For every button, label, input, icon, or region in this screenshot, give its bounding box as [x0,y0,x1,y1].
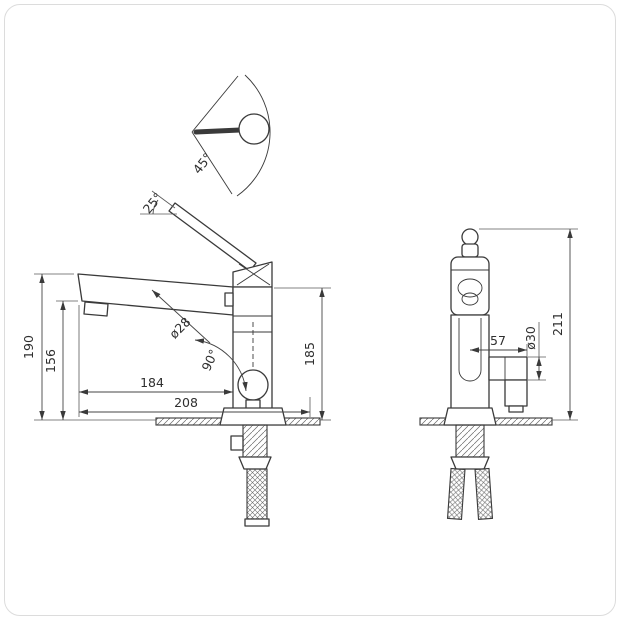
mounting-nut-side [238,456,272,470]
spout-collar [224,292,234,307]
faucet-body-front [450,314,490,421]
dim-lever-angle-label: 25° [140,190,166,217]
side-view: 25° 90° ø28 [21,190,331,527]
dim-spout-diameter-label: ø28 [166,314,193,341]
dim-spout-underside-height-label: 156 [43,349,58,373]
lever-side-view [168,202,257,272]
swivel-outlet-circle [237,369,269,401]
shank-fitting [230,435,244,451]
handle-sleeve-front [450,256,490,316]
threaded-shank-front [455,424,485,458]
swing-arc [236,74,271,197]
swing-upper-limit-line [191,75,239,133]
lever-stem-front [461,243,479,258]
mounting-nut-front [450,456,490,470]
hose-end-cap [244,518,270,527]
front-view: 57 ø30 211 [419,228,578,520]
base-flange-side [219,407,287,426]
cartridge-detail-inner [461,292,479,306]
base-flange-front [443,407,497,426]
supply-hose-left [446,467,466,520]
dim-outlet-diameter-label: ø30 [523,326,538,350]
joint-cross-line-1 [236,263,270,286]
dim-handle-swing-label: 45° [190,150,215,177]
lever-angle-arc [152,199,159,215]
swing-lower-limit-line [191,131,233,195]
dim-overall-height-label: 211 [550,312,565,336]
lever-top-view [193,127,243,135]
dim-outlet-reach-label: 57 [490,333,506,348]
aerator [83,301,109,317]
side-outlet-nozzle [508,405,524,413]
supply-hose-right [474,467,494,520]
lever-knob-top-view [238,113,270,145]
lever-knob-front [461,228,479,246]
supply-hose-side [246,468,268,520]
handle-swing-view: 45° [190,74,271,197]
swivel-arc [194,338,248,392]
side-outlet-pipe [488,356,528,381]
spout-diameter-leader [151,289,211,344]
dim-body-height-label: 185 [302,342,317,366]
lever-angle-extension [151,190,176,209]
dim-overall-reach-label: 208 [174,395,198,410]
dim-spout-tip-height-label: 190 [21,335,36,359]
dim-swivel-angle-label: 90° [198,347,221,373]
dim-spout-reach-label: 184 [140,375,164,390]
side-outlet-body [504,379,528,407]
cartridge-detail-outer [457,278,483,298]
body-inner-contour [458,318,482,382]
threaded-shank-side [242,424,268,458]
joint-cross-line-2 [238,263,271,286]
